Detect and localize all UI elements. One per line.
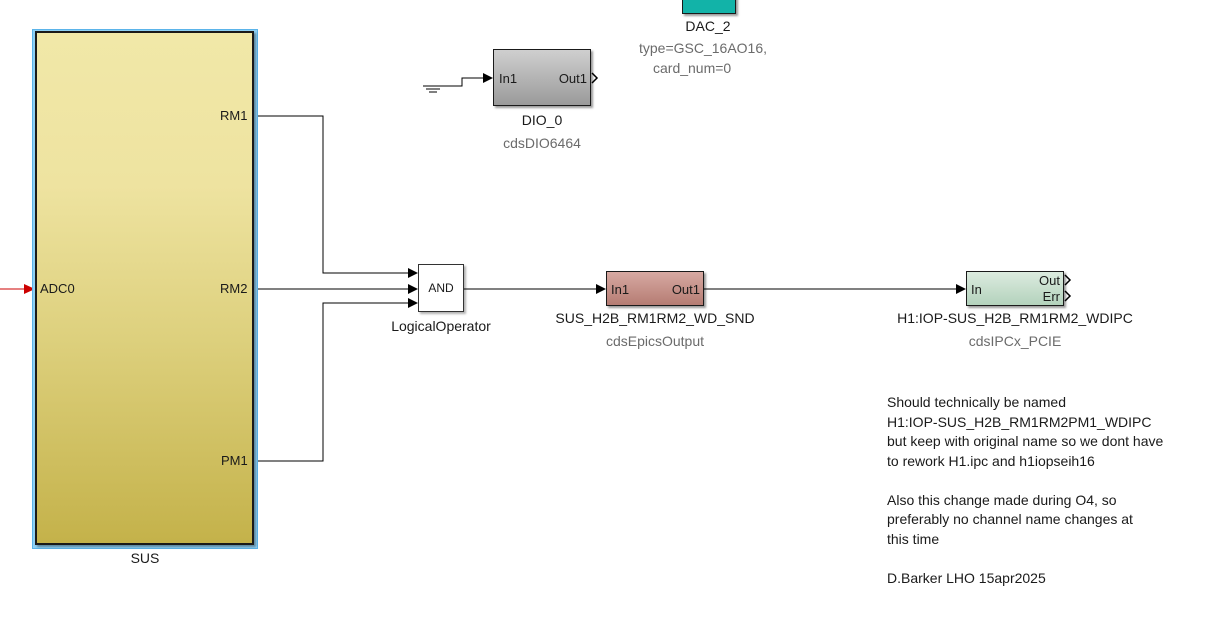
epics-output-block[interactable]: In1 Out1 [606, 271, 704, 306]
note-line: preferably no channel name changes at [887, 511, 1133, 527]
sus-output-port-rm1: RM1 [220, 108, 248, 123]
dio-input-port: In1 [499, 71, 518, 86]
ipc-block-name: H1:IOP-SUS_H2B_RM1RM2_WDIPC [897, 310, 1133, 326]
note-line: Should technically be named [887, 394, 1067, 410]
epics-in-arrow [596, 284, 606, 294]
rm1-wire [254, 115, 408, 274]
dac-param-card: card_num=0 [653, 60, 732, 76]
and-in2-arrow [408, 284, 418, 294]
dio-output-port: Out1 [558, 71, 587, 86]
ipc-out-port-icon [1064, 274, 1072, 286]
ipc-err-port-icon [1064, 290, 1072, 302]
note-line: this time [887, 530, 940, 547]
annotation-note: Should technically be named H1:IOP-SUS_H… [887, 393, 1197, 588]
ipc-err-port: Err [1042, 289, 1060, 304]
ipc-input-port: In [971, 282, 982, 297]
note-line: Also this change made during O4, so [887, 491, 1117, 508]
dio-out-port-icon [591, 72, 599, 84]
epics-output-port: Out1 [671, 282, 700, 297]
ipc-out-port: Out [1039, 273, 1060, 288]
ipc-in-arrow [956, 284, 966, 294]
epics-input-port: In1 [611, 282, 630, 297]
dac-block-name: DAC_2 [685, 18, 731, 34]
dio-block-type: cdsDIO6464 [503, 135, 581, 151]
sus-output-port-pm1: PM1 [221, 453, 248, 468]
sus-block-name: SUS [130, 550, 160, 566]
logical-operator-block[interactable]: AND [418, 264, 464, 312]
epics-output-type: cdsEpicsOutput [605, 333, 705, 349]
ground-icon [423, 85, 443, 93]
dio-block[interactable]: In1 Out1 [493, 49, 591, 106]
epics-output-name: SUS_H2B_RM1RM2_WD_SND [555, 310, 755, 326]
ipc-block-type: cdsIPCx_PCIE [968, 333, 1062, 349]
and-in3-arrow [408, 298, 418, 308]
and-in1-arrow [408, 268, 418, 278]
note-line: to rework H1.ipc and h1iopseih16 [887, 452, 1095, 469]
dio-in-arrow [483, 73, 493, 83]
sus-subsystem-block[interactable] [35, 31, 254, 545]
logical-operator-name: LogicalOperator [391, 318, 491, 334]
ground-wire [433, 77, 483, 87]
sus-input-port-adc0: ADC0 [40, 281, 75, 296]
note-signature: D.Barker LHO 15apr2025 [887, 569, 1046, 586]
note-line: H1:IOP-SUS_H2B_RM1RM2PM1_WDIPC [887, 413, 1152, 430]
dac-block[interactable] [682, 0, 736, 14]
dio-block-name: DIO_0 [521, 112, 563, 128]
logical-operator-label: AND [428, 281, 454, 295]
ipc-block[interactable]: In Out Err [966, 271, 1064, 306]
sus-output-port-rm2: RM2 [220, 281, 248, 296]
note-line: but keep with original name so we dont h… [887, 433, 1164, 449]
dac-param-type: type=GSC_16AO16, [639, 40, 768, 56]
